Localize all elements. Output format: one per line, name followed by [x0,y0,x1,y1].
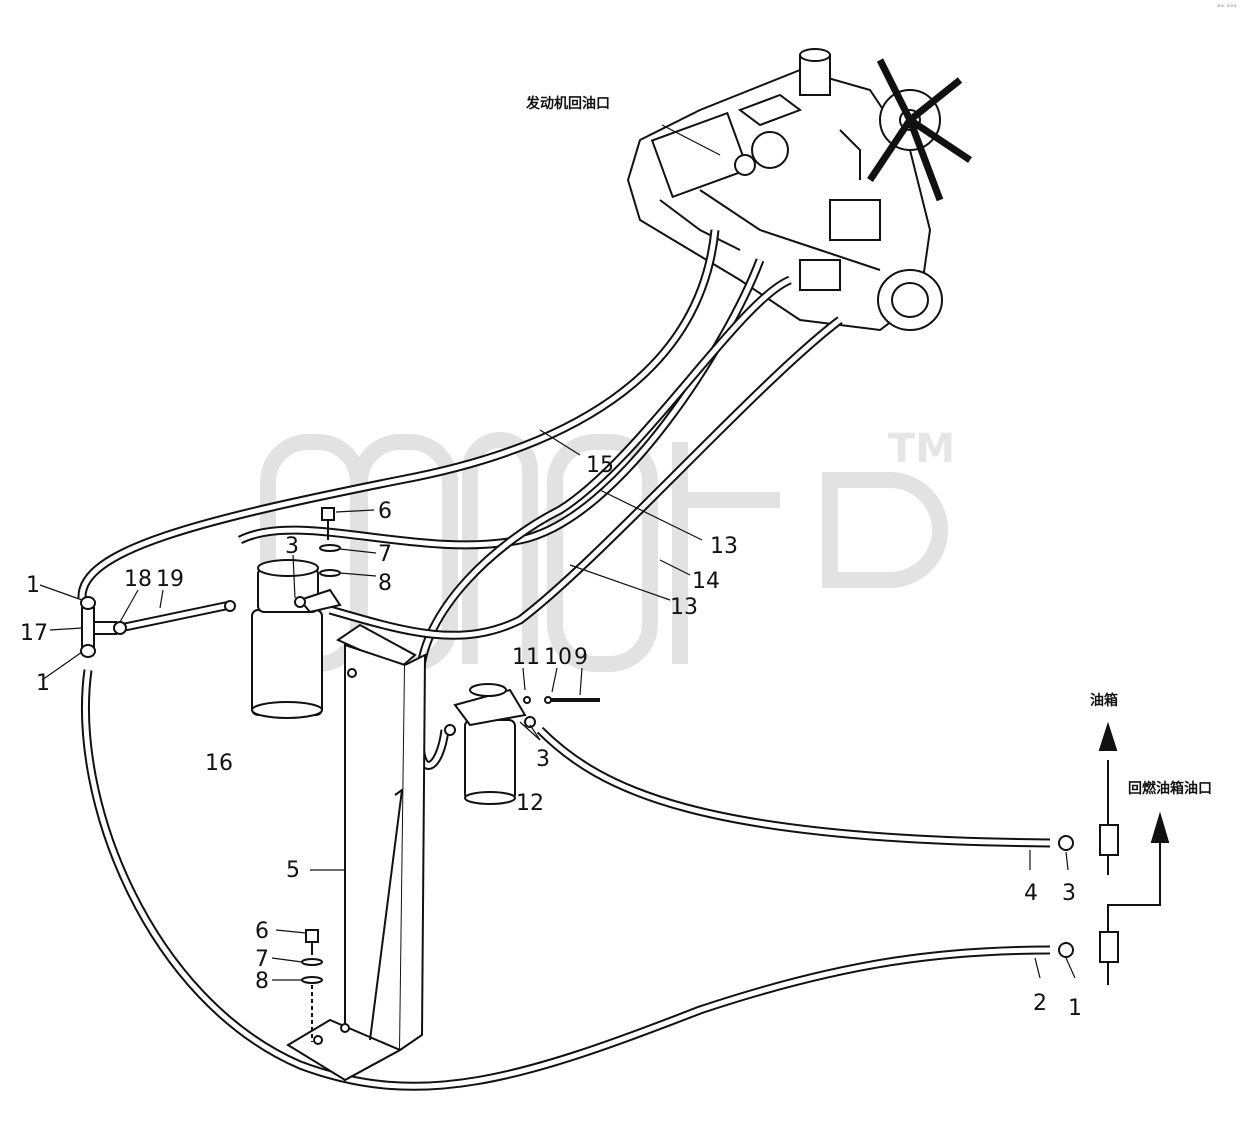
hoses [77,229,1051,1091]
callout-1-top: 1 [26,573,40,598]
callout-1-right: 1 [1068,996,1082,1021]
callout-1-bottom: 1 [36,671,50,696]
callout-7-bottom: 7 [255,947,269,972]
watermark-tm: TM [888,426,955,472]
callout-13-a: 13 [710,534,738,559]
callout-17: 17 [20,621,48,646]
callout-18: 18 [124,567,152,592]
callout-14: 14 [692,569,720,594]
tank-fittings [1058,721,1170,985]
filter-16 [224,559,342,719]
callout-3-a: 3 [285,534,299,559]
callout-11: 11 [512,645,540,670]
corner-mark: °° °°° [1217,4,1237,12]
callout-10: 10 [544,645,572,670]
tank-return-port-label: 回燃油箱油口 [1128,780,1212,797]
engine [626,48,972,332]
callout-6-bottom: 6 [255,919,269,944]
fuel-tank-label: 油箱 [1090,692,1118,709]
callout-2: 2 [1033,991,1047,1016]
callout-12: 12 [516,791,544,816]
bracket-5 [286,623,427,1082]
callout-15: 15 [586,453,614,478]
callout-7-top: 7 [378,542,392,567]
callout-3-c: 3 [1062,881,1076,906]
bolt-group-bottom [301,929,323,1042]
engine-return-port-label: 发动机回油口 [525,95,610,112]
callout-4: 4 [1024,881,1038,906]
callout-5: 5 [286,858,300,883]
bolt-group-top [319,507,341,577]
callout-8-bottom: 8 [255,969,269,994]
callout-8-top: 8 [378,571,392,596]
callout-13-b: 13 [670,595,698,620]
filter-12 [444,683,600,805]
callout-16: 16 [205,751,233,776]
callout-19: 19 [156,567,184,592]
callout-9: 9 [574,645,588,670]
tee-fitting [80,596,127,658]
leader-lines [39,124,1076,981]
callout-6-top: 6 [378,499,392,524]
callout-3-b: 3 [536,747,550,772]
